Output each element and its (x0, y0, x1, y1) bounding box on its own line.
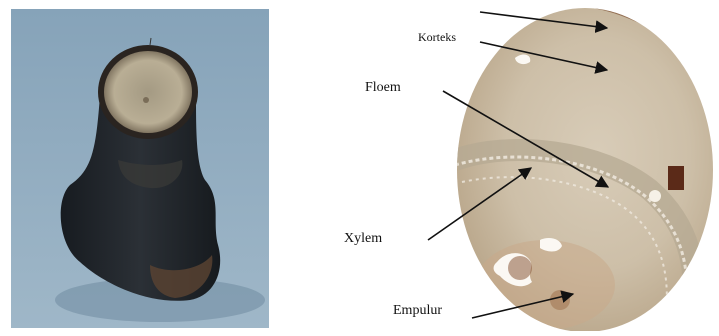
stem-photo (11, 9, 269, 328)
cut-surface (104, 51, 192, 133)
label-empulur: Empulur (393, 303, 442, 319)
label-floem: Floem (365, 80, 401, 96)
pith-cell (508, 256, 532, 280)
label-korteks: Korteks (418, 30, 456, 45)
pith-region (475, 240, 615, 330)
pith-cell (550, 290, 570, 310)
dark-particle (668, 166, 684, 190)
label-xylem: Xylem (344, 231, 382, 247)
pith-center (143, 97, 149, 103)
micrograph (455, 0, 719, 331)
white-cells (649, 190, 661, 202)
